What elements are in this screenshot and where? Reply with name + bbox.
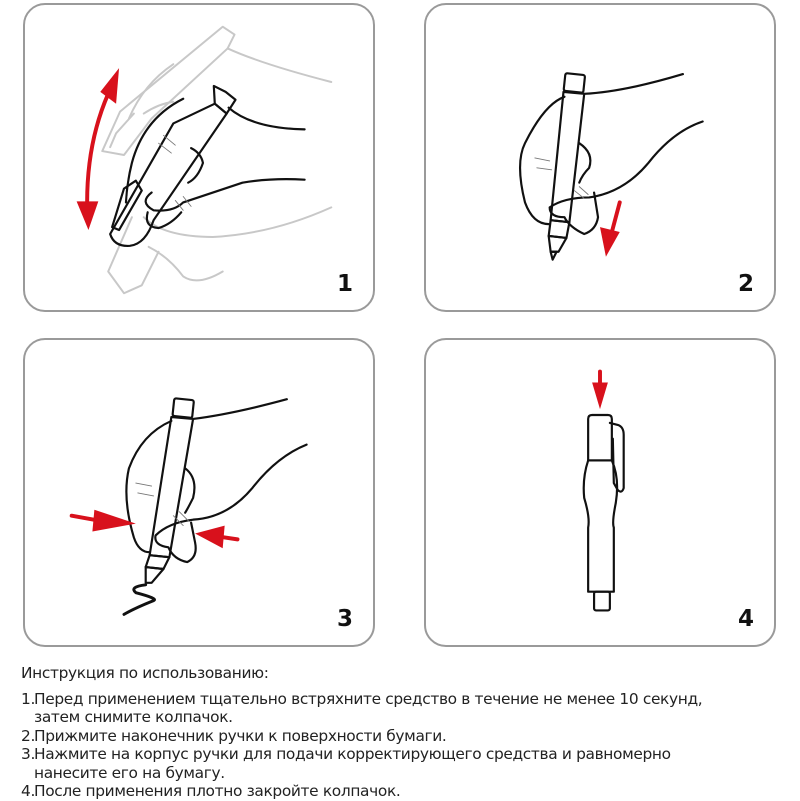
step-number: 4 [737, 606, 754, 632]
step-number: 3 [336, 606, 353, 632]
instruction-line: После применения плотно закройте колпачо… [34, 782, 401, 800]
step-number: 1 [336, 271, 353, 297]
instruction-number: 2. [21, 726, 35, 745]
instruction-item: 1. Перед применением тщательно встряхнит… [21, 690, 791, 727]
pen-icon [144, 397, 195, 584]
step-number: 2 [737, 271, 754, 297]
pen-icon [547, 72, 586, 261]
instructions-list: 1. Перед применением тщательно встряхнит… [21, 690, 791, 801]
instruction-line: Перед применением тщательно встряхните с… [34, 689, 703, 708]
step-3-panel: 3 [23, 338, 375, 647]
correction-squiggle-icon [122, 583, 156, 616]
instruction-item: 4. После применения плотно закройте колп… [21, 782, 791, 801]
instruction-line: нанесите его на бумагу. [34, 763, 225, 782]
instruction-item: 3. Нажмите на корпус ручки для подачи ко… [21, 745, 791, 782]
instruction-line: затем снимите колпачок. [34, 708, 233, 726]
instruction-line: Прижмите наконечник ручки к поверхности … [34, 726, 447, 745]
instruction-line: Нажмите на корпус ручки для подачи корре… [34, 745, 671, 763]
hand-icon [518, 73, 704, 236]
step-2-panel: 2 [424, 3, 776, 312]
shake-pen-illustration [76, 25, 333, 295]
instruction-number: 1. [21, 689, 35, 708]
step-4-panel: 4 [424, 338, 776, 647]
ghost-hand-lower-icon [107, 206, 333, 295]
instruction-number: 4. [21, 782, 35, 800]
ghost-hand-upper-icon [101, 25, 333, 157]
instruction-item: 2. Прижмите наконечник ручки к поверхнос… [21, 727, 791, 746]
down-arrow-icon [592, 369, 608, 410]
usage-instructions: Инструкция по использованию: 1. Перед пр… [21, 664, 791, 801]
hand-icon [125, 398, 308, 564]
hand-icon [124, 97, 306, 230]
press-tip-illustration [518, 72, 704, 261]
double-curved-arrow-icon [76, 68, 120, 231]
instructions-title: Инструкция по использованию: [21, 664, 269, 682]
down-arrow-icon [600, 200, 622, 257]
inward-arrows-icon [69, 509, 240, 549]
step-1-panel: 1 [23, 3, 375, 312]
instruction-number: 3. [21, 745, 35, 763]
squeeze-pen-illustration [69, 397, 308, 616]
capped-pen-illustration [582, 369, 625, 612]
capped-pen-icon [582, 413, 625, 612]
